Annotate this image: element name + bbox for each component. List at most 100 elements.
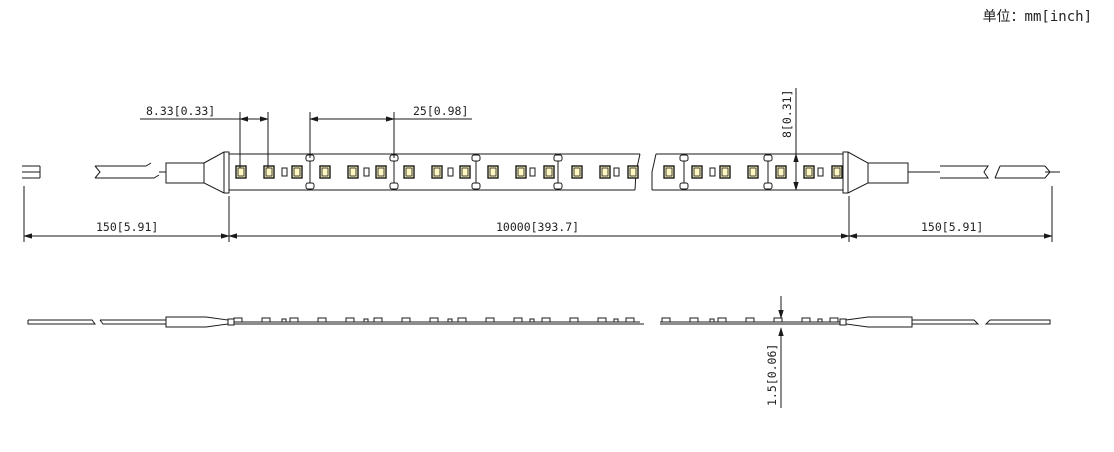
led-chip-side <box>597 317 607 323</box>
led-chip <box>571 165 583 179</box>
led-chip <box>691 165 703 179</box>
cut-marks-top <box>305 154 773 190</box>
led-chip-inner <box>377 167 385 177</box>
led-chip <box>235 165 247 179</box>
led-chip-inner <box>489 167 497 177</box>
led-chip-side <box>261 317 271 323</box>
led-chip <box>319 165 331 179</box>
led-chip-side <box>829 317 839 323</box>
led-chip-side <box>373 317 383 323</box>
strip-width-label: 8[0.31] <box>780 90 794 138</box>
solder-pad <box>471 154 481 162</box>
led-chip-side <box>345 317 355 323</box>
resistor <box>613 167 620 177</box>
solder-pad <box>763 182 773 190</box>
led-chip <box>543 165 555 179</box>
left-connector-top <box>165 151 230 194</box>
led-chip <box>459 165 471 179</box>
led-chip-inner <box>833 167 841 177</box>
led-chip <box>403 165 415 179</box>
solder-pad <box>553 182 563 190</box>
led-spacing-label: 8.33[0.33] <box>146 104 215 118</box>
led-chip <box>347 165 359 179</box>
led-chip-inner <box>461 167 469 177</box>
led-chip <box>775 165 787 179</box>
cut-unit-label: 25[0.98] <box>413 104 468 118</box>
resistor-side <box>529 318 535 323</box>
led-chip-inner <box>545 167 553 177</box>
led-chip-side <box>485 317 495 323</box>
resistor <box>281 167 288 177</box>
right-wire-side <box>839 316 1051 328</box>
solder-pad <box>679 182 689 190</box>
resistor-side <box>817 318 823 323</box>
led-chip <box>431 165 443 179</box>
led-chip-inner <box>573 167 581 177</box>
led-chip <box>719 165 731 179</box>
led-chip-side <box>233 317 243 323</box>
led-chip-side <box>317 317 327 323</box>
solder-pad <box>389 182 399 190</box>
solder-pad <box>553 154 563 162</box>
led-chip <box>263 165 275 179</box>
led-chip-inner <box>433 167 441 177</box>
led-chip-inner <box>517 167 525 177</box>
left-wire-top <box>22 162 166 179</box>
solder-pad <box>763 154 773 162</box>
led-chip-inner <box>693 167 701 177</box>
left-wire-length-label: 150[5.91] <box>96 220 158 234</box>
resistor <box>363 167 370 177</box>
led-chip-side <box>625 317 635 323</box>
led-chips-side <box>233 317 839 323</box>
led-chip-side <box>717 317 727 323</box>
led-chip-side <box>513 317 523 323</box>
resistor <box>447 167 454 177</box>
top-view <box>22 151 1060 194</box>
dimension-overall <box>23 186 1053 242</box>
led-chip-inner <box>805 167 813 177</box>
led-chip-inner <box>405 167 413 177</box>
led-chip-inner <box>749 167 757 177</box>
resistor <box>709 167 716 177</box>
led-chip <box>831 165 843 179</box>
led-chip-side <box>661 317 671 323</box>
strip-length-label: 10000[393.7] <box>496 220 579 234</box>
led-chip-inner <box>721 167 729 177</box>
right-connector-top <box>842 151 909 194</box>
led-chip-inner <box>629 167 637 177</box>
solder-pad <box>305 182 315 190</box>
led-chip-inner <box>237 167 245 177</box>
led-chip-side <box>689 317 699 323</box>
resistor-side <box>613 318 619 323</box>
led-chip-side <box>745 317 755 323</box>
led-chip-side <box>429 317 439 323</box>
led-chip <box>291 165 303 179</box>
led-chip-inner <box>601 167 609 177</box>
led-chip-inner <box>293 167 301 177</box>
solder-pad <box>471 182 481 190</box>
resistor <box>817 167 824 177</box>
led-chip-inner <box>321 167 329 177</box>
right-wire-top <box>908 165 1060 179</box>
left-wire-side <box>27 316 235 328</box>
led-chip-side <box>569 317 579 323</box>
resistor <box>529 167 536 177</box>
led-chip-inner <box>265 167 273 177</box>
led-chip <box>599 165 611 179</box>
led-chip <box>627 165 639 179</box>
resistor-side <box>281 318 287 323</box>
dimension-cut-unit <box>309 112 472 158</box>
resistor-side <box>709 318 715 323</box>
led-chip <box>515 165 527 179</box>
units-label: 单位：mm[inch] <box>982 9 1092 25</box>
led-chip-side <box>801 317 811 323</box>
solder-pad <box>679 154 689 162</box>
right-wire-length-label: 150[5.91] <box>921 220 983 234</box>
led-chip-inner <box>349 167 357 177</box>
led-chip <box>487 165 499 179</box>
led-chip-side <box>773 317 783 323</box>
led-chip-inner <box>665 167 673 177</box>
led-chip <box>747 165 759 179</box>
resistor-side <box>447 318 453 323</box>
